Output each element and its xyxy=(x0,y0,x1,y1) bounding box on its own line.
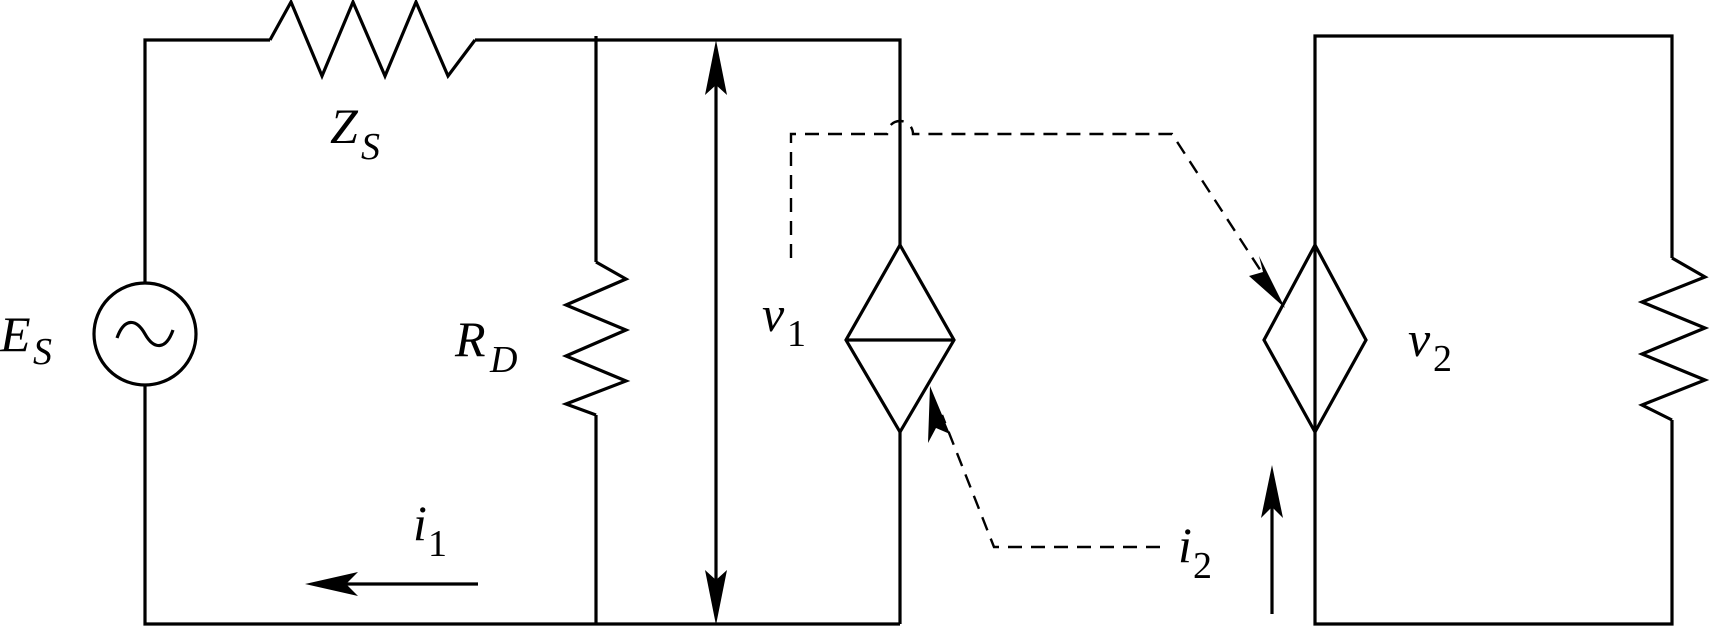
label-rd-sub: D xyxy=(489,339,517,381)
load-resistor xyxy=(1637,256,1710,422)
label-zs-sub: S xyxy=(361,126,380,168)
label-rd-main: R xyxy=(454,311,486,367)
label-v1-sub: 1 xyxy=(787,313,806,355)
label-v2: v 2 xyxy=(1408,311,1452,380)
v1-control-link xyxy=(789,119,1285,308)
v1-voltage-arrow xyxy=(705,40,727,625)
label-i1-sub: 1 xyxy=(428,523,447,565)
label-v2-main: v xyxy=(1408,311,1431,367)
i2-arrowhead xyxy=(1261,465,1283,518)
source-top-wire xyxy=(143,38,270,283)
source-impedance-zs xyxy=(268,0,477,81)
i2-current-arrow xyxy=(1261,465,1283,614)
i1-current-arrow xyxy=(305,572,478,596)
label-v1-main: v xyxy=(762,286,785,342)
v1-arrowhead-bottom xyxy=(705,570,727,625)
i2-control-arrowhead xyxy=(928,386,950,443)
sine-icon xyxy=(115,320,175,348)
label-v2-sub: 2 xyxy=(1433,338,1452,380)
label-es-sub: S xyxy=(33,331,52,373)
label-v1: v 1 xyxy=(762,286,806,355)
ac-voltage-source xyxy=(92,281,198,387)
label-rd: R D xyxy=(454,311,517,381)
label-i2: i 2 xyxy=(1178,517,1212,587)
v1-control-dashed-line xyxy=(789,119,1272,286)
i2-control-link xyxy=(928,386,1160,549)
label-zs: Z S xyxy=(330,98,380,168)
right-bottom-wire xyxy=(1313,420,1674,626)
dependent-source-1 xyxy=(844,241,956,436)
dependent-source-2 xyxy=(1262,241,1368,436)
v1-arrowhead-top xyxy=(705,40,727,95)
label-zs-main: Z xyxy=(330,98,359,154)
label-i2-main: i xyxy=(1178,517,1192,573)
bottom-wire xyxy=(143,385,900,626)
label-es: E S xyxy=(0,306,52,373)
i2-control-dashed-line xyxy=(940,414,1160,549)
label-i1: i 1 xyxy=(413,495,447,565)
resistor-rd xyxy=(561,260,631,417)
right-top-wire xyxy=(1313,34,1674,258)
v1-control-arrowhead xyxy=(1249,256,1285,308)
source-circle xyxy=(92,281,198,387)
label-i2-sub: 2 xyxy=(1193,545,1212,587)
label-i1-main: i xyxy=(413,495,427,551)
left-circuit-wires xyxy=(143,36,902,626)
right-circuit-wires xyxy=(1313,34,1674,626)
top-wire xyxy=(475,38,902,245)
i1-arrowhead xyxy=(305,572,358,596)
label-es-main: E xyxy=(0,306,31,362)
dep-source-1-diamond xyxy=(844,241,956,436)
